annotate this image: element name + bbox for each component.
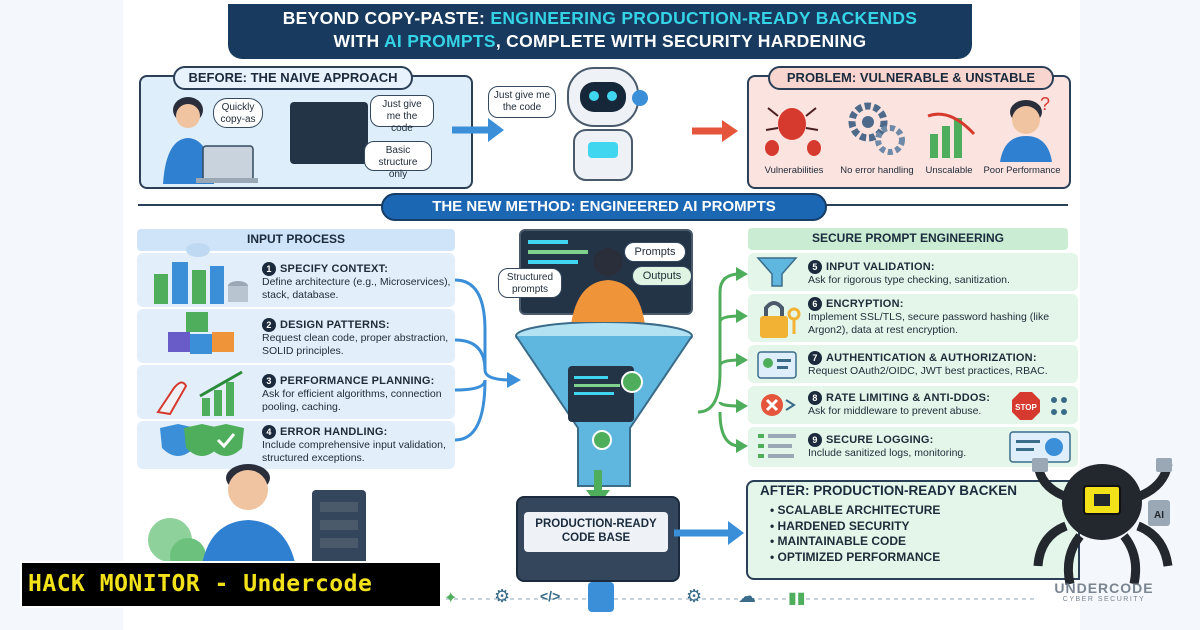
structured-prompts-bubble: Structured prompts — [498, 268, 562, 298]
hack-monitor-banner-text: HACK MONITOR - Undercode — [28, 571, 373, 597]
gear-icon: ⚙ — [494, 586, 511, 606]
stop-sign-icon: STOP — [1012, 392, 1067, 420]
arrow-before-to-robot — [452, 118, 504, 142]
arrows-funnel-to-secure — [697, 267, 748, 453]
confused-person-icon: ? — [1000, 94, 1052, 162]
declining-chart-icon — [927, 112, 976, 158]
arrows-input-to-funnel — [455, 278, 521, 442]
prompts-bubble: Prompts — [624, 242, 686, 262]
after-panel — [746, 480, 1080, 580]
secure-header-bar — [748, 228, 1068, 250]
hack-monitor-banner: HACK MONITOR - Undercode — [20, 561, 442, 608]
gear-icon: ⚙ — [686, 586, 703, 606]
outputs-bubble: Outputs — [632, 266, 692, 286]
bubble-quickly-copy: Quickly copy-as — [213, 98, 263, 128]
shields-check-icon — [160, 424, 244, 456]
input-row-1 — [137, 253, 455, 307]
bubble-basic-structure: Basic structure only — [364, 141, 432, 180]
funnel-illustration — [515, 322, 693, 487]
code-screen — [290, 102, 368, 164]
city-buildings-icon — [154, 243, 248, 304]
after-item: • HARDENED SECURITY — [770, 518, 910, 533]
bottom-strip-line — [438, 598, 1038, 600]
arrow-codebase-to-after — [674, 521, 744, 545]
problem-header: PROBLEM: VULNERABLE & UNSTABLE — [768, 66, 1054, 90]
bottom-icon-strip: ✦ ⚙ </> ⚙ ☁ ▮▮ — [438, 578, 1038, 620]
page-title: BEYOND COPY-PASTE: ENGINEERING PRODUCTIO… — [228, 4, 972, 59]
gear-icon — [848, 102, 905, 155]
code-base-label: PRODUCTION-READY CODE BASE — [535, 518, 657, 544]
input-process-header-bar — [137, 229, 455, 251]
problem-label-vulnerabilities: Vulnerabilities — [764, 165, 824, 176]
problem-label-poor-performance: Poor Performance — [983, 165, 1061, 176]
ai-chip-icon — [588, 582, 614, 612]
padlock-key-icon — [760, 301, 801, 338]
robot-illustration — [567, 67, 648, 181]
undercode-octopus-logo: AI — [1032, 458, 1173, 585]
before-header: BEFORE: THE NAIVE APPROACH — [173, 66, 413, 90]
bug-icon — [765, 107, 821, 156]
after-list: • SCALABLE ARCHITECTURE • HARDENED SECUR… — [770, 503, 940, 565]
after-header: AFTER: PRODUCTION-READY BACKEN — [760, 483, 1018, 498]
undercode-logo-subtext: CYBER SECURITY — [1062, 596, 1146, 603]
log-list-icon — [758, 434, 796, 458]
new-method-header: THE NEW METHOD: ENGINEERED AI PROMPTS — [381, 193, 827, 221]
bubble-just-give-code: Just give me the code — [370, 95, 434, 134]
secure-row-6 — [748, 294, 1078, 342]
server-label-plate — [524, 512, 668, 552]
stop-sign-text: STOP — [1015, 403, 1037, 412]
cubes-icon — [168, 312, 234, 354]
bar-chart-icon: ▮▮ — [788, 590, 806, 607]
svg-text:?: ? — [1040, 94, 1050, 114]
secure-row-5 — [748, 253, 1078, 291]
block-icon — [761, 394, 796, 416]
arrow-robot-to-problem — [692, 120, 738, 142]
code-brackets-icon: </> — [540, 588, 561, 604]
id-card-icon — [757, 351, 797, 379]
filter-funnel-icon — [756, 257, 798, 287]
problem-label-no-error-handling: No error handling — [840, 165, 914, 176]
person-laptop-illustration — [163, 97, 258, 184]
secure-row-7 — [748, 345, 1078, 383]
robot-bubble: Just give me the code — [488, 86, 556, 118]
cloud-upload-icon: ☁ — [738, 586, 756, 606]
after-item: • OPTIMIZED PERFORMANCE — [770, 549, 941, 564]
ai-tag-text: AI — [1154, 510, 1164, 521]
input-row-3 — [137, 365, 455, 419]
input-process-header: INPUT PROCESS — [246, 232, 345, 246]
undercode-logo-text: UNDERCODE — [1054, 580, 1154, 596]
secure-header: SECURE PROMPT ENGINEERING — [811, 231, 1005, 245]
problem-label-unscalable: Unscalable — [925, 165, 973, 176]
after-item: • SCALABLE ARCHITECTURE — [770, 503, 941, 517]
rocket-chart-icon — [156, 370, 243, 416]
sparkle-icon: ✦ — [444, 590, 458, 607]
after-item: • MAINTAINABLE CODE — [770, 534, 906, 548]
